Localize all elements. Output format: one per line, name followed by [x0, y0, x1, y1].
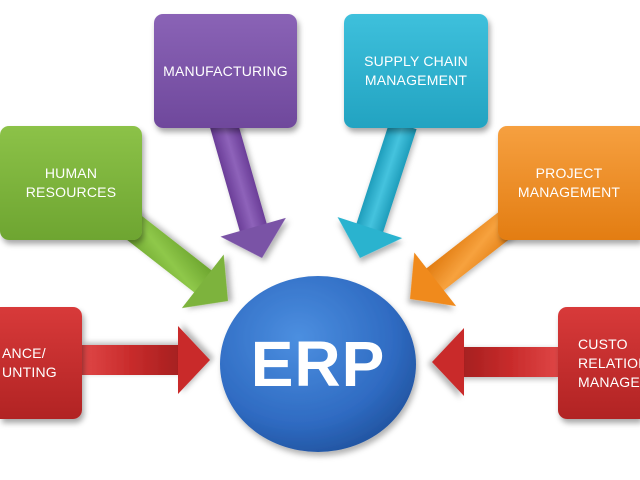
erp-hub-label: ERP [250, 328, 386, 400]
erp-hub-circle [220, 276, 416, 452]
module-human-resources-label-line1: HUMAN [44, 165, 98, 181]
arrow-finance-accounting [80, 326, 210, 394]
module-supply-chain-label-line2: MANAGEMENT [364, 72, 468, 88]
arrow-supply-chain [337, 120, 417, 258]
module-crm: CUSTO RELATION MANAGE [558, 307, 640, 419]
module-project-management-label-line2: MANAGEMENT [517, 184, 621, 200]
module-finance-accounting: ANCE/ UNTING [0, 307, 82, 419]
module-manufacturing-label: MANUFACTURING [163, 62, 288, 79]
module-supply-chain: SUPPLY CHAIN MANAGEMENT [344, 14, 488, 128]
module-crm-label-line2: RELATION [578, 354, 640, 371]
module-crm-label-line3: MANAGE [578, 373, 640, 390]
module-human-resources-label-line2: RESOURCES [25, 184, 117, 200]
module-crm-label-line1: CUSTO [578, 335, 628, 352]
module-finance-accounting-label-line1: ANCE/ [2, 345, 46, 361]
module-project-management-label-line1: PROJECT [535, 165, 603, 181]
module-manufacturing: MANUFACTURING [154, 14, 297, 128]
module-human-resources: HUMAN RESOURCES [0, 126, 142, 240]
module-supply-chain-label-line1: SUPPLY CHAIN [364, 53, 468, 69]
arrow-crm [432, 328, 562, 396]
arrow-manufacturing [209, 119, 286, 258]
module-project-management: PROJECT MANAGEMENT [498, 126, 640, 240]
module-finance-accounting-label-line2: UNTING [2, 364, 57, 380]
